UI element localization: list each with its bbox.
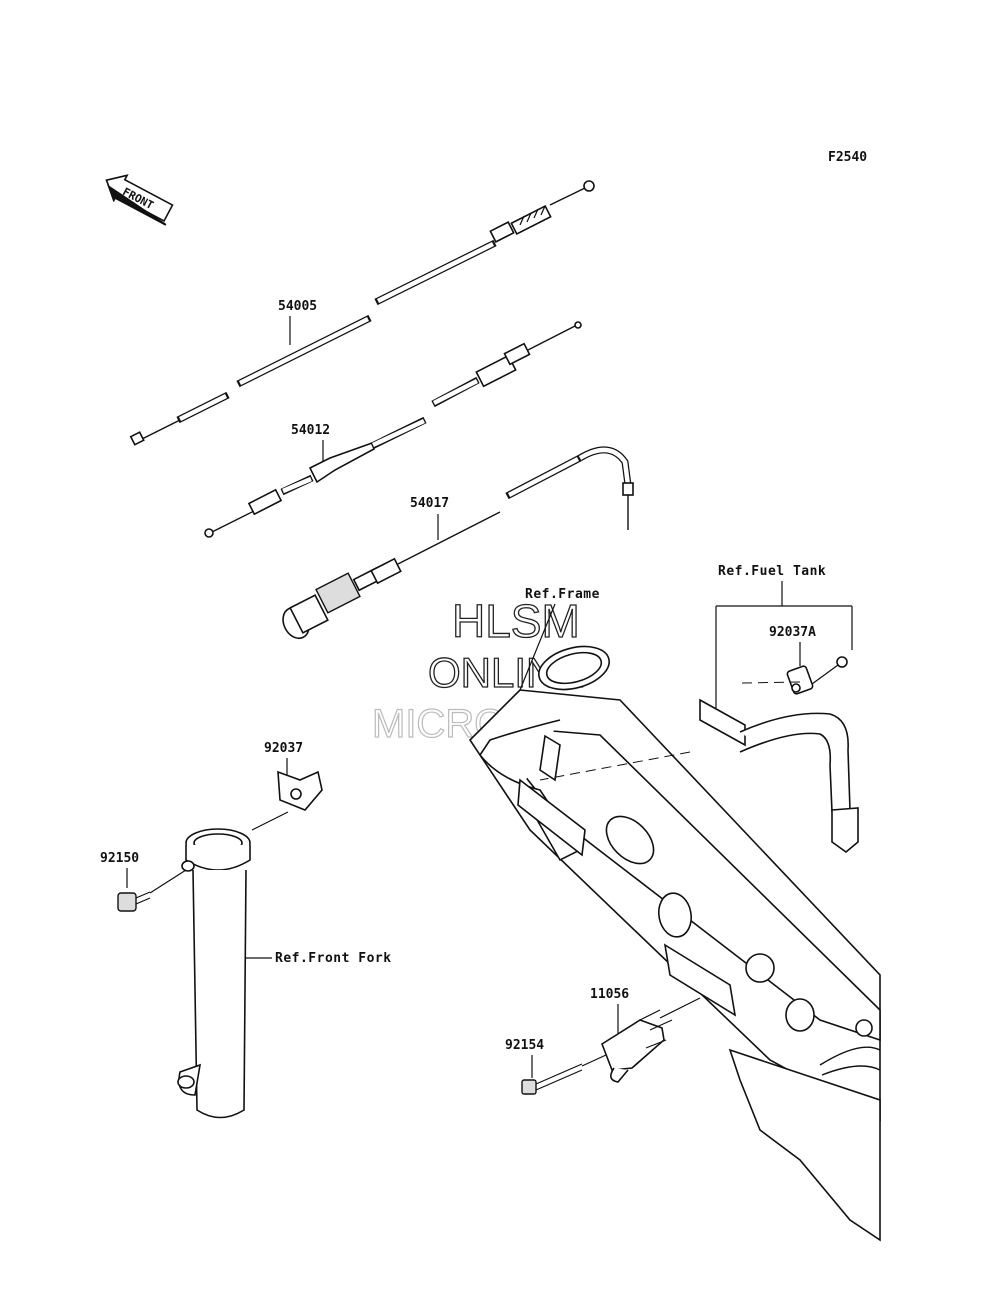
ref-front-fork-label: Ref.Front Fork: [275, 951, 392, 966]
clamp-92037: [277, 770, 323, 811]
frame-illustration: [468, 645, 881, 1242]
ref-fuel-tank-label: Ref.Fuel Tank: [718, 564, 826, 579]
cable-54012: [204, 321, 582, 538]
front-fork-illustration: [177, 828, 251, 1119]
clamp-92037a: [786, 665, 814, 695]
part-label-54005: 54005: [278, 299, 317, 314]
bracket-11056: [601, 1009, 673, 1083]
part-label-92150: 92150: [100, 851, 139, 866]
part-label-54017: 54017: [410, 496, 449, 511]
cable-54005: [129, 180, 595, 446]
bolt-92154: [521, 1063, 583, 1095]
part-label-92154: 92154: [505, 1038, 544, 1053]
cable-54017: [282, 446, 634, 640]
front-arrow-icon: FRONT: [105, 174, 174, 226]
figure-code: F2540: [828, 150, 867, 165]
part-label-92037a: 92037A: [769, 625, 816, 640]
fuel-tank-mount: [739, 712, 859, 854]
part-label-54012: 54012: [291, 423, 330, 438]
part-label-92037: 92037: [264, 741, 303, 756]
bolt-92150: [117, 891, 151, 912]
bolt-fuel-tank: [811, 656, 848, 685]
watermark-line1: HLSM: [452, 595, 580, 647]
ref-frame-label: Ref.Frame: [525, 587, 600, 602]
part-label-11056: 11056: [590, 987, 629, 1002]
